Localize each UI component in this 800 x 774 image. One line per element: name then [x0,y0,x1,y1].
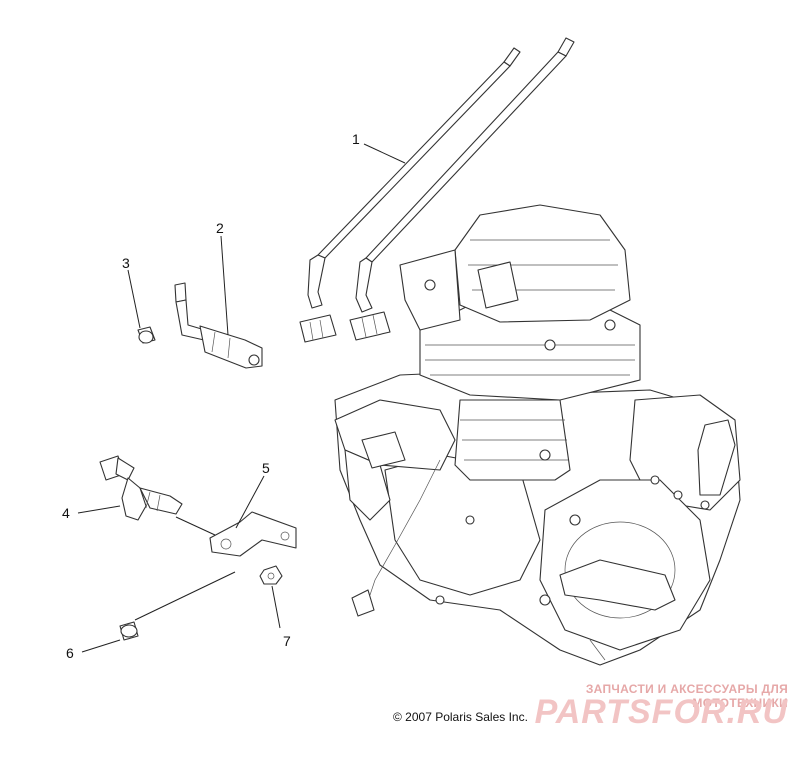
callout-4: 4 [62,505,70,521]
callout-5: 5 [262,460,270,476]
part-2-fuel-rail [174,282,263,369]
callout-7: 7 [283,633,291,649]
engine-assembly [334,204,741,666]
part-6-screw [119,621,139,641]
leader-lines [77,143,406,653]
callout-6: 6 [66,645,74,661]
callout-2: 2 [216,220,224,236]
copyright-notice: © 2007 Polaris Sales Inc. [393,710,528,724]
watermark-logo: PARTSFOR.RU [534,693,788,731]
part-4-sensor [99,455,183,521]
part-1-spark-plug-wires [299,37,575,343]
watermark-tagline: ЗАПЧАСТИ И АКСЕССУАРЫ ДЛЯ МОТОТЕХНИКИ [585,682,788,710]
part-7-nut [259,565,283,585]
callout-1: 1 [352,131,360,147]
callout-3: 3 [122,255,130,271]
part-5-bracket [209,511,297,557]
part-3-bolt [137,326,156,344]
